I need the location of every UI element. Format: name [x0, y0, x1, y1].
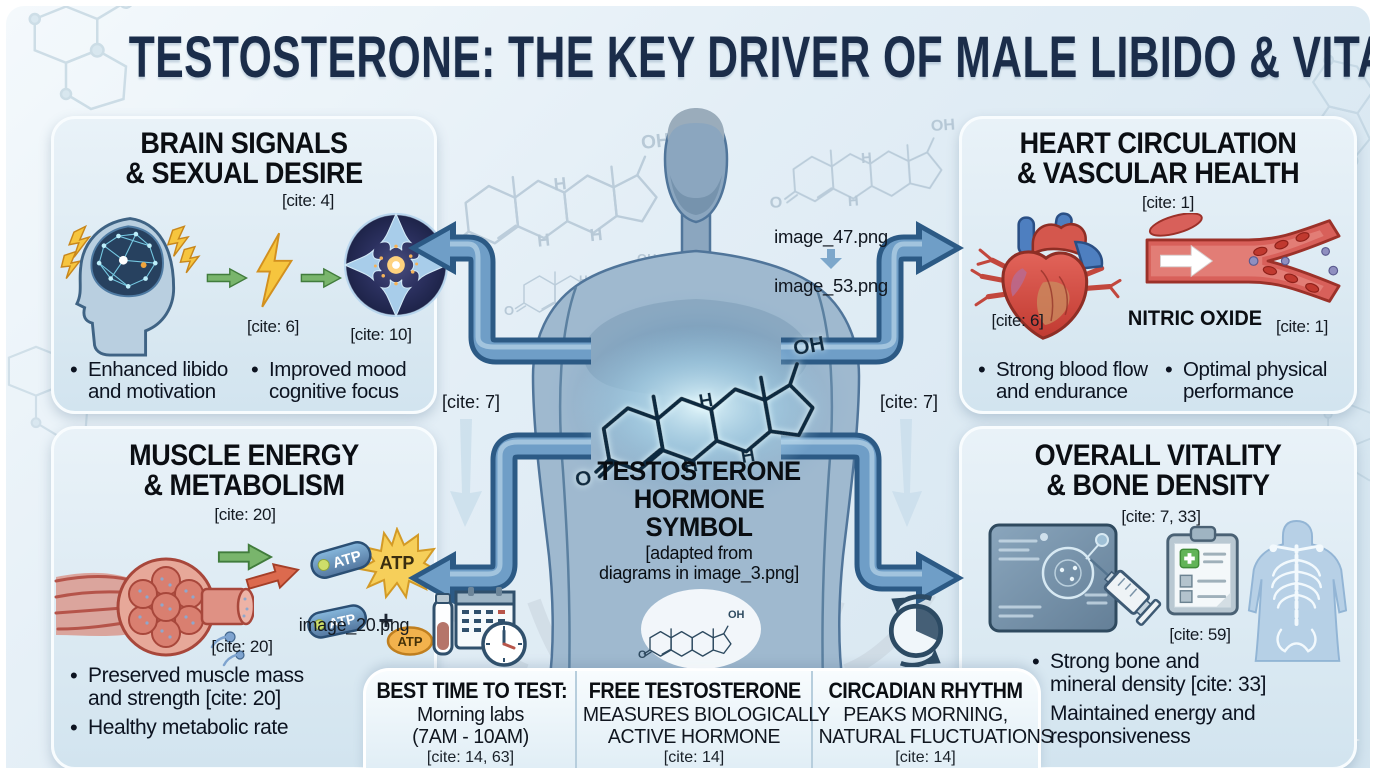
svg-text:H: H: [861, 150, 873, 167]
bullet-item: Healthy metabolic rate: [68, 716, 424, 740]
scan-dashboard-icon: [988, 523, 1118, 633]
down-arrow-icon: [820, 249, 842, 269]
panel-heart-title-2: & VASCULAR HEALTH: [1016, 157, 1300, 190]
panel-overall-vitality: OVERALL VITALITY & BONE DENSITY [cite: 7…: [959, 426, 1357, 768]
footer-box-line: NATURAL FLUCTUATIONS: [818, 725, 1054, 749]
footer-info-strip: BEST TIME TO TEST: Morning labs (7AM - 1…: [363, 668, 1054, 768]
bullet-item: Strong blood flow and endurance: [976, 358, 1159, 403]
cite-left: [cite: 7]: [441, 392, 501, 412]
cite-badge: [cite: 1]: [1275, 317, 1329, 336]
panel-brain-title-2: & SEXUAL DESIRE: [125, 157, 363, 190]
svg-text:H: H: [847, 194, 859, 211]
panel-vitality-title-1: OVERALL VITALITY: [1034, 439, 1282, 472]
panel-muscle-title-1: MUSCLE ENERGY: [129, 439, 359, 472]
cite-badge: [cite: 1]: [1141, 193, 1195, 212]
svg-text:ATP: ATP: [327, 610, 357, 631]
svg-text:O: O: [769, 193, 783, 212]
svg-text:O: O: [504, 303, 514, 318]
green-arrow-icon: [300, 267, 342, 289]
muscle-fiber-icon: [54, 557, 254, 667]
symbol-line-3: SYMBOL: [645, 512, 753, 543]
cite-badge: [cite: 6]: [246, 317, 300, 336]
nitric-oxide-label: NITRIC OXIDE: [1127, 307, 1263, 330]
svg-text:H: H: [589, 224, 604, 245]
svg-text:H: H: [536, 230, 551, 251]
symbol-note: [adapted from diagrams in image_3.png]: [599, 543, 799, 584]
bullet-item: Strong bone and mineral density [cite: 3…: [1030, 650, 1348, 696]
symbol-line-2: HORMONE: [633, 484, 765, 515]
footer-box-best-time: BEST TIME TO TEST: Morning labs (7AM - 1…: [366, 671, 575, 768]
synapse-icon: [343, 212, 449, 318]
footer-box-circadian-rhythm: CIRCADIAN RHYTHM PEAKS MORNING, NATURAL …: [811, 671, 1054, 768]
svg-text:H: H: [553, 173, 568, 194]
blood-test-calendar-clock-icon: [432, 587, 527, 667]
footer-box-line: Morning labs: [417, 703, 524, 726]
panel-vitality-title-2: & BONE DENSITY: [1046, 469, 1270, 502]
panel-brain-signals: BRAIN SIGNALS & SEXUAL DESIRE [cite: 4]: [51, 116, 449, 414]
red-arrow-icon: [245, 563, 301, 590]
svg-text:OH: OH: [791, 332, 826, 360]
cite-badge: [cite: 6]: [991, 311, 1044, 330]
cite-badge: [cite: 20]: [211, 637, 273, 656]
panel-brain-title-1: BRAIN SIGNALS: [140, 127, 348, 160]
cite-badge: [cite: 4]: [281, 191, 335, 210]
svg-text:H: H: [697, 389, 715, 413]
cite-badge: [cite: 7, 33]: [1121, 507, 1201, 526]
atp-molecules-icon: ATP ATP ATP + ATP: [307, 527, 436, 656]
syringe-icon: [1089, 558, 1162, 626]
image-label-bottom: image_53.png: [774, 275, 888, 296]
medical-clipboard-icon: [1166, 525, 1239, 616]
bullet-item: Maintained energy and responsiveness: [1030, 702, 1348, 748]
panel-muscle-title-2: & METABOLISM: [143, 469, 345, 502]
svg-text:O: O: [638, 649, 647, 661]
bullet-item: Optimal physical performance: [1163, 358, 1346, 403]
image-reference-labels: image_47.png image_53.png: [756, 226, 906, 297]
footer-box-line: (7AM - 10AM): [412, 725, 529, 749]
green-arrow-icon: [217, 543, 274, 571]
brain-neural-icon: [60, 217, 201, 357]
svg-text:OH: OH: [930, 115, 955, 135]
bullet-item: Improved mood cognitive focus: [249, 358, 426, 403]
cite-badge: [cite: 59]: [1169, 625, 1231, 644]
green-arrow-icon: [206, 267, 248, 289]
circadian-clock-icon: [888, 594, 944, 667]
footer-box-title: BEST TIME TO TEST:: [376, 678, 568, 703]
lightning-bolt-icon: [256, 232, 294, 308]
svg-text:OH: OH: [637, 251, 657, 266]
svg-text:OH: OH: [640, 130, 671, 154]
footer-box-line: PEAKS MORNING,: [843, 703, 1008, 726]
page-title: TESTOSTERONE: THE KEY DRIVER OF MALE LIB…: [128, 25, 1370, 91]
bullet-item: Preserved muscle mass and strength [cite…: [68, 664, 424, 710]
footer-box-title: FREE TESTOSTERONE: [588, 678, 801, 703]
footer-box-line: ACTIVE HORMONE: [607, 725, 781, 749]
cite-badge: [cite: 14]: [895, 749, 956, 767]
heart-anatomy-icon: [970, 212, 1122, 340]
testosterone-structure-icon: OH O: [638, 589, 761, 669]
cite-badge: [cite: 14, 63]: [426, 749, 515, 767]
footer-box-title: CIRCADIAN RHYTHM: [828, 678, 1023, 703]
svg-text:H: H: [579, 273, 588, 287]
bullet-item: Enhanced libido and motivation: [68, 358, 245, 403]
infographic-background: TESTOSTERONE: THE KEY DRIVER OF MALE LIB…: [6, 6, 1370, 768]
panel-heart-circulation: HEART CIRCULATION & VASCULAR HEALTH [cit…: [959, 116, 1357, 414]
svg-text:ATP: ATP: [397, 634, 422, 649]
footer-box-line: MEASURES BIOLOGICALLY: [582, 703, 830, 726]
cite-badge: [cite: 20]: [214, 505, 276, 524]
skeleton-xray-icon: [1247, 520, 1348, 662]
blood-vessel-icon: [1145, 213, 1341, 303]
cite-right: [cite: 7]: [879, 392, 939, 412]
hormone-symbol-caption: TESTOSTERONE HORMONE SYMBOL [adapted fro…: [559, 457, 839, 584]
svg-text:OH: OH: [728, 609, 745, 621]
image-label-top: image_47.png: [774, 226, 888, 247]
cite-badge: [cite: 14]: [663, 749, 725, 767]
symbol-line-1: TESTOSTERONE: [597, 456, 801, 486]
cite-badge: [cite: 10]: [350, 325, 412, 344]
svg-text:+: +: [378, 605, 393, 635]
footer-box-free-testosterone: FREE TESTOSTERONE MEASURES BIOLOGICALLY …: [575, 671, 830, 768]
panel-heart-title-1: HEART CIRCULATION: [1019, 127, 1297, 160]
image-reference-label: image_20.png: [298, 615, 410, 635]
svg-text:ATP: ATP: [380, 553, 415, 573]
